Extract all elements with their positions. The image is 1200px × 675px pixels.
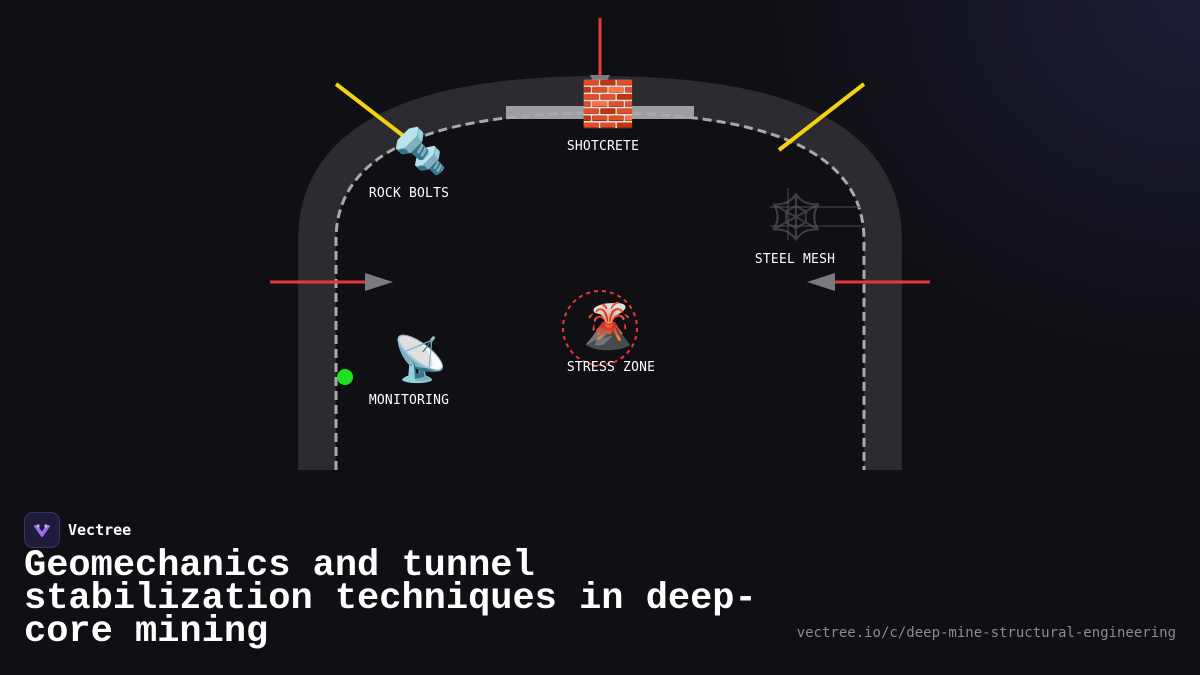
monitoring-icon: 📡 [392, 334, 448, 385]
tunnel-lining [334, 111, 866, 470]
logo-mark [34, 524, 50, 537]
rock-bolts-label: ROCK BOLTS [368, 186, 450, 201]
stress-arrowhead-left [365, 273, 393, 291]
steel-mesh-icon: 🕸️ [768, 192, 824, 243]
steel-mesh-lines [770, 188, 862, 240]
monitoring-sensor-dot [337, 369, 353, 385]
stress-zone-circle [562, 290, 638, 366]
source-url: vectree.io/c/deep-mine-structural-engine… [796, 625, 1176, 641]
rock-bolts-icon: 🔩 [392, 126, 448, 177]
shotcrete-label: SHOTCRETE [566, 139, 640, 154]
rock-bolt-left [334, 82, 412, 143]
shotcrete-icon: 🧱 [580, 79, 636, 130]
stress-zone-icon: 🌋 [580, 301, 636, 352]
stress-arrowhead-right [807, 273, 835, 291]
brand-name: Vectree [68, 521, 132, 539]
rock-bolt-right [777, 82, 866, 152]
stress-zone-label: STRESS ZONE [566, 360, 656, 375]
stress-arrowhead-top [590, 75, 610, 95]
monitoring-label: MONITORING [368, 393, 450, 408]
brand: Vectree [24, 512, 131, 548]
page-title: Geomechanics and tunnel stabilization te… [24, 545, 757, 653]
steel-mesh-label: STEEL MESH [754, 252, 836, 267]
vectree-logo-icon [24, 512, 60, 548]
